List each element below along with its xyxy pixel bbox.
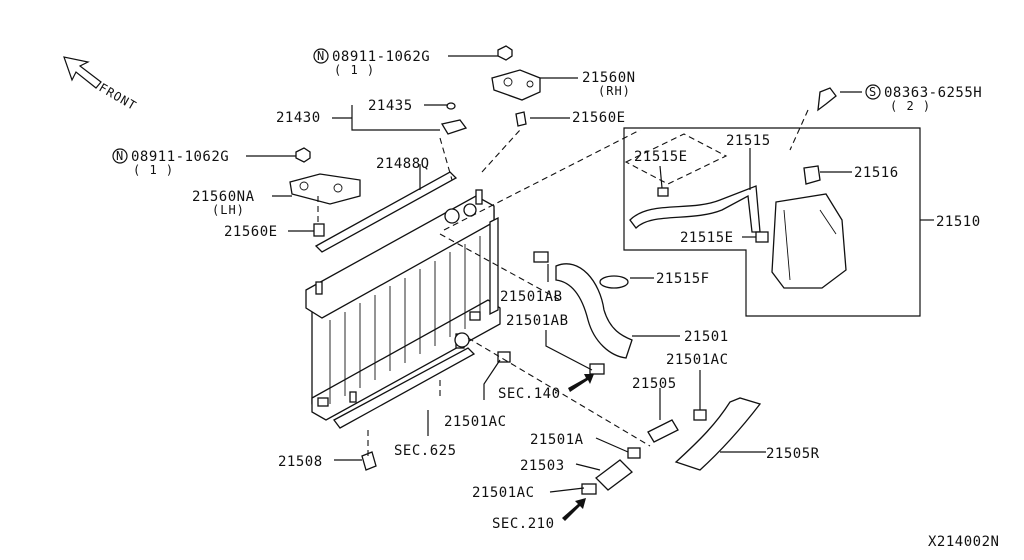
label-sec140: SEC.140	[498, 386, 561, 402]
label-21560e-top: 21560E	[572, 110, 626, 126]
clamp-21515f	[599, 275, 629, 289]
overflow-hose	[629, 185, 761, 233]
label-21501ab-a: 21501AB	[500, 289, 563, 305]
label-21501: 21501	[684, 329, 729, 345]
label-21560n: 21560N	[582, 70, 636, 86]
front-label: FRONT	[97, 80, 140, 113]
bracket-rh	[491, 69, 541, 101]
front-arrow-icon	[63, 56, 102, 89]
label-21560e-left: 21560E	[224, 224, 278, 240]
clamp-21501ac-right	[693, 409, 707, 421]
sec210-arrow-icon	[562, 498, 586, 521]
hose-21503	[595, 459, 633, 491]
nut-symbol-icon	[313, 48, 329, 64]
clamp-21501ab-bottom	[589, 363, 605, 375]
nut-symbol-top: N	[317, 49, 325, 63]
label-21501ac-a: 21501AC	[666, 352, 729, 368]
nut-symbol-left: N	[116, 149, 124, 163]
label-21501ac-b: 21501AC	[444, 414, 507, 430]
label-nut-top-qty: ( 1 )	[334, 63, 375, 77]
label-21501ab-b: 21501AB	[506, 313, 569, 329]
label-21508: 21508	[278, 454, 323, 470]
nut-left	[295, 147, 311, 163]
nut-symbol-icon	[112, 148, 128, 164]
label-21505r: 21505R	[766, 446, 820, 462]
label-21505: 21505	[632, 376, 677, 392]
drain-plug-21508	[361, 451, 377, 471]
clip-21515e-top	[657, 187, 669, 197]
radiator	[305, 189, 501, 421]
clamp-21501ac-left	[497, 351, 511, 363]
cap-21430	[440, 119, 468, 135]
reservoir-frame	[623, 127, 921, 317]
label-21430: 21430	[276, 110, 321, 126]
nut-top	[497, 45, 513, 61]
bracket-lh	[289, 173, 361, 205]
hose-clip-detail	[624, 133, 728, 185]
label-nut-left-qty: ( 1 )	[133, 163, 174, 177]
label-21501a: 21501A	[530, 432, 584, 448]
rubber-left	[313, 223, 325, 237]
label-21435: 21435	[368, 98, 413, 114]
cap-21435	[446, 102, 456, 110]
label-21560na-side: (LH)	[212, 203, 245, 217]
label-21560n-side: (RH)	[598, 84, 631, 98]
label-sec210: SEC.210	[492, 516, 555, 532]
screw-part	[817, 87, 837, 112]
clamp-21501ac-bottom	[581, 483, 597, 495]
screw-symbol: S	[869, 85, 877, 99]
label-21515f: 21515F	[656, 271, 710, 287]
label-21515e-a: 21515E	[634, 149, 688, 165]
clip-21515e-bottom	[755, 231, 769, 243]
clamp-21501ab-top	[533, 251, 549, 263]
label-21515e-b: 21515E	[680, 230, 734, 246]
sec140-arrow-icon	[568, 374, 594, 392]
hose-21505	[647, 419, 679, 443]
label-21503: 21503	[520, 458, 565, 474]
reservoir-cap	[803, 165, 821, 185]
bottom-seal	[333, 347, 476, 429]
label-screw-qty: ( 2 )	[890, 99, 931, 113]
label-21560na: 21560NA	[192, 189, 255, 205]
label-21515: 21515	[726, 133, 771, 149]
screw-symbol-icon	[865, 84, 881, 100]
label-nut-left: 08911-1062G	[131, 149, 229, 165]
lower-hose-21505r	[674, 397, 762, 471]
upper-hose-21501	[555, 263, 633, 359]
label-21501ac-c: 21501AC	[472, 485, 535, 501]
label-sec625: SEC.625	[394, 443, 457, 459]
reservoir-tank	[771, 193, 847, 289]
dashed-guide-lines	[317, 109, 809, 456]
clamp-21501a	[627, 447, 641, 459]
leader-lines	[246, 55, 934, 493]
top-seal-21488q	[314, 171, 458, 253]
diagram-id: X214002N	[928, 534, 999, 550]
label-21488q: 21488Q	[376, 156, 430, 172]
label-nut-top: 08911-1062G	[332, 49, 430, 65]
label-screw: 08363-6255H	[884, 85, 982, 101]
rubber-top	[515, 111, 527, 127]
label-21516: 21516	[854, 165, 899, 181]
label-21510: 21510	[936, 214, 981, 230]
